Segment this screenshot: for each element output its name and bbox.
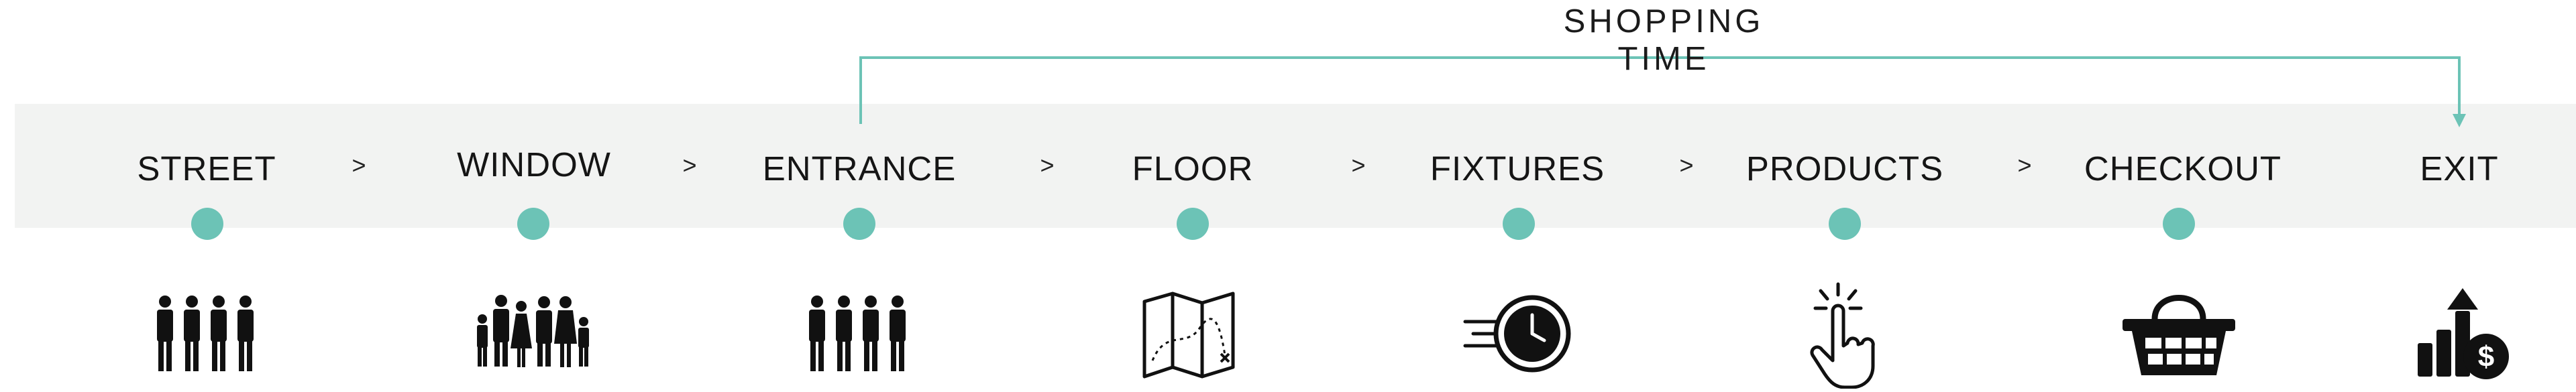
shopping-time-label: SHOPPING TIME (1563, 3, 1764, 77)
touch-hand-icon (1784, 281, 1905, 389)
family-crowd-icon (473, 281, 594, 389)
stage-label-street: STREET (137, 149, 276, 188)
sales-growth-icon: $ (2406, 281, 2526, 389)
separator-6: > (2017, 151, 2032, 179)
separator-2: > (682, 151, 697, 179)
map-route-icon (1132, 281, 1253, 389)
stage-label-fixtures: FIXTURES (1430, 149, 1605, 188)
stage-label-products: PRODUCTS (1746, 149, 1944, 188)
stage-dot-fixtures (1503, 208, 1535, 240)
stage-label-floor: FLOOR (1132, 149, 1254, 188)
stage-dot-checkout (2163, 208, 2195, 240)
stage-dot-window (517, 208, 549, 240)
svg-text:$: $ (2478, 340, 2494, 373)
stage-label-window: WINDOW (457, 145, 611, 184)
stage-dot-entrance (843, 208, 875, 240)
stage-label-entrance: ENTRANCE (762, 149, 957, 188)
stage-dot-floor (1177, 208, 1209, 240)
stage-label-exit: EXIT (2420, 149, 2499, 188)
separator-5: > (1679, 151, 1694, 179)
fast-clock-icon (1458, 281, 1579, 389)
people-group-icon (799, 281, 920, 389)
separator-4: > (1351, 151, 1366, 179)
stage-dot-street (191, 208, 223, 240)
stages-band (15, 104, 2576, 228)
stage-dot-products (1829, 208, 1861, 240)
separator-3: > (1040, 151, 1055, 179)
shopping-basket-icon (2118, 281, 2239, 389)
people-group-icon (147, 281, 268, 389)
stage-label-checkout: CHECKOUT (2084, 149, 2282, 188)
separator-1: > (352, 151, 366, 179)
